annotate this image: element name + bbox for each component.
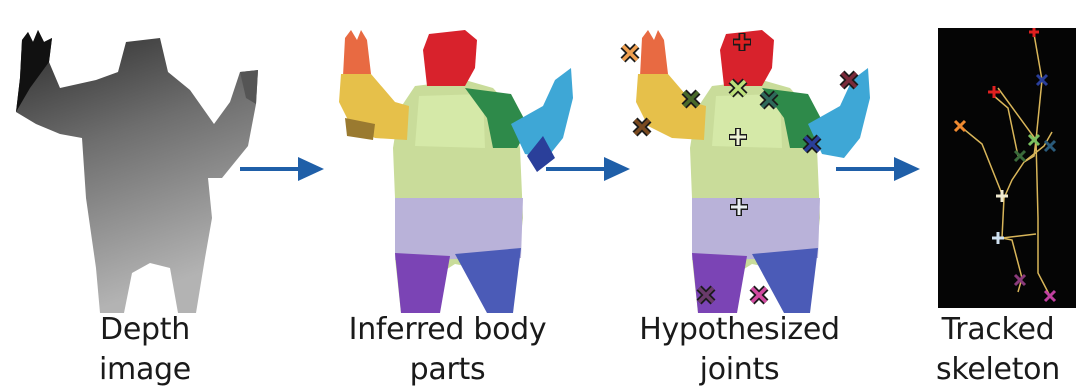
caption-line: skeleton (920, 350, 1076, 390)
caption-depth-image: Depth image (60, 310, 230, 390)
caption-line: image (60, 350, 230, 390)
caption-line: parts (325, 350, 570, 390)
body-parts-figure (315, 28, 580, 313)
arrow-right-icon (836, 154, 920, 184)
caption-inferred-body-parts: Inferred body parts (325, 310, 570, 390)
caption-line: joints (622, 350, 857, 390)
caption-line: Tracked (920, 310, 1076, 350)
skeleton-figure (938, 28, 1076, 308)
skeleton-panel (938, 28, 1076, 308)
caption-line: Hypothesized (622, 310, 857, 350)
caption-line: Depth (60, 310, 230, 350)
caption-line: Inferred body (325, 310, 570, 350)
body-parts-panel (315, 28, 580, 313)
arrow-right-icon (240, 154, 324, 184)
caption-tracked-skeleton: Tracked skeleton (920, 310, 1076, 390)
caption-hypothesized-joints: Hypothesized joints (622, 310, 857, 390)
